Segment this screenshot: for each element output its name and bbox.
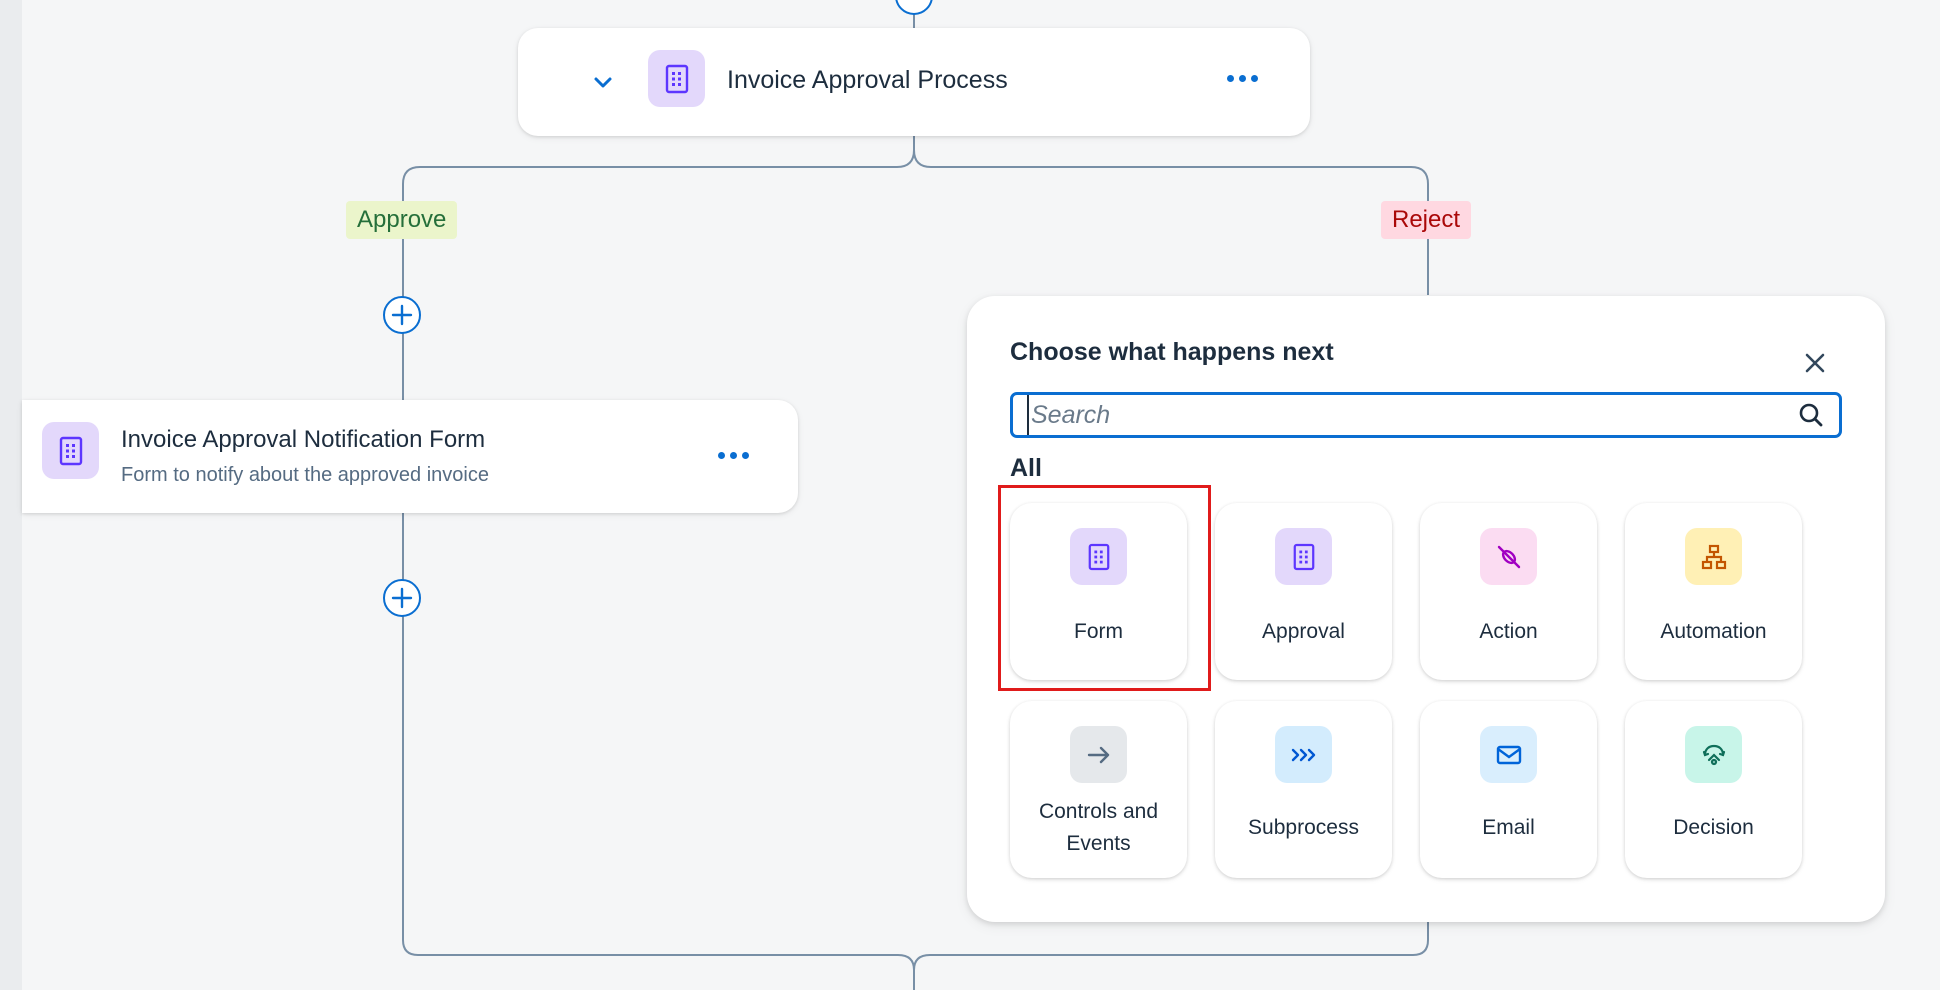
- option-approval[interactable]: Approval: [1215, 503, 1392, 680]
- process-node-title: Invoice Approval Process: [727, 66, 1008, 94]
- option-label: Approval: [1262, 620, 1345, 643]
- more-icon[interactable]: [1221, 69, 1264, 88]
- option-label: Form: [1074, 620, 1123, 643]
- chevron-down-icon[interactable]: [588, 68, 618, 98]
- more-icon[interactable]: [712, 446, 755, 465]
- close-icon[interactable]: [1800, 348, 1830, 378]
- subprocess-icon: [1275, 726, 1332, 783]
- left-gutter: [0, 0, 22, 990]
- plus-icon: [391, 304, 413, 326]
- option-label: Automation: [1660, 620, 1767, 643]
- process-node-card[interactable]: Invoice Approval Process: [518, 28, 1310, 136]
- option-email[interactable]: Email: [1420, 701, 1597, 878]
- option-automation[interactable]: Automation: [1625, 503, 1802, 680]
- email-icon: [1480, 726, 1537, 783]
- approval-icon: [1275, 528, 1332, 585]
- form-icon: [648, 50, 705, 107]
- section-label: All: [1010, 454, 1042, 482]
- form-icon: [42, 422, 99, 479]
- panel-title: Choose what happens next: [1010, 338, 1334, 366]
- option-subprocess[interactable]: Subprocess: [1215, 701, 1392, 878]
- approve-branch-label: Approve: [346, 201, 458, 239]
- search-input[interactable]: [1027, 395, 1791, 435]
- reject-branch-label: Reject: [1381, 201, 1472, 239]
- notification-node-card[interactable]: Invoice Approval Notification Form Form …: [22, 400, 798, 513]
- option-label: Events: [1066, 832, 1131, 855]
- option-label: Subprocess: [1248, 816, 1359, 839]
- option-action[interactable]: Action: [1420, 503, 1597, 680]
- option-label: Controls and: [1038, 800, 1159, 823]
- arrow-right-icon: [1070, 726, 1127, 783]
- add-step-button[interactable]: [383, 296, 421, 334]
- add-step-button[interactable]: [383, 579, 421, 617]
- option-controls-and-events[interactable]: Controls and Events: [1010, 701, 1187, 878]
- option-label: Decision: [1673, 816, 1754, 839]
- notification-node-subtitle: Form to notify about the approved invoic…: [121, 464, 489, 486]
- decision-icon: [1685, 726, 1742, 783]
- choose-next-panel: Choose what happens next All Form Approv…: [967, 296, 1885, 922]
- automation-icon: [1685, 528, 1742, 585]
- action-icon: [1480, 528, 1537, 585]
- option-form[interactable]: Form: [1010, 503, 1187, 680]
- option-label: Email: [1482, 816, 1535, 839]
- plus-icon: [391, 587, 413, 609]
- search-field: [1010, 392, 1842, 438]
- option-label: Action: [1479, 620, 1538, 643]
- search-icon[interactable]: [1791, 395, 1831, 435]
- form-icon: [1070, 528, 1127, 585]
- option-decision[interactable]: Decision: [1625, 701, 1802, 878]
- notification-node-title: Invoice Approval Notification Form: [121, 426, 486, 453]
